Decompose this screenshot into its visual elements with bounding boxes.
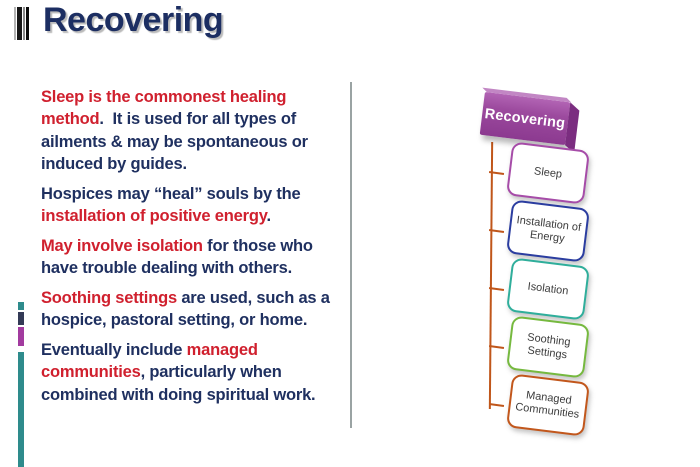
text-segment-red: May involve isolation [41,236,203,255]
connector-line [488,141,494,410]
text-segment-red: communities [41,363,141,382]
text-segment-red: managed [186,340,258,359]
text-segment-navy: . [266,206,271,225]
body-line: combined with doing spiritual work. [41,384,353,406]
body-line: Soothing settings are used, such as a [41,287,353,309]
root-node-label: Recovering [483,105,567,132]
text-segment-red: installation of positive energy [41,206,267,225]
text-segment-navy: have trouble dealing with others. [41,259,293,278]
text-segment-navy: combined with doing spiritual work. [41,385,316,404]
body-line: Eventually include managed [41,339,353,361]
node-label-line: Isolation [526,280,570,297]
node-label-line: Sleep [533,164,563,181]
decor-strip-navy [18,312,24,325]
body-line: induced by guides. [41,153,353,175]
text-segment-navy: induced by guides. [41,154,187,173]
text-segment-navy: for those who [202,236,313,255]
decor-strip-teal-long [18,352,24,467]
text-segment-navy: , particularly when [140,363,282,382]
text-segment-navy: hospice, pastoral setting, or home. [41,311,308,330]
title-bars-icon [14,7,29,40]
text-segment-red: method [41,110,100,129]
text-segment-red: Sleep is the commonest healing [41,88,287,106]
text-segment-navy: . It is used for all types of [99,110,297,129]
vertical-divider [350,82,352,428]
body-line: hospice, pastoral setting, or home. [41,309,353,331]
decor-strip-teal-small [18,302,24,310]
text-segment-navy: are used, such as a [176,288,330,307]
body-line: installation of positive energy. [41,205,353,227]
text-segment-navy: Eventually include [41,340,187,359]
body-line: Sleep is the commonest healing [41,86,353,108]
text-segment-navy: ailments & may be spontaneous or [41,132,308,151]
body-line: have trouble dealing with others. [41,257,353,279]
body-paragraph: May involve isolation for those who have … [41,235,353,280]
body-line: Hospices may “heal” souls by the [41,183,353,205]
body-text: Sleep is the commonest healing method. It… [41,86,353,413]
body-paragraph: Sleep is the commonest healing method. It… [41,86,353,175]
text-segment-red: Soothing settings [41,288,177,307]
body-line: method. It is used for all types of [41,108,353,130]
text-segment-navy: Hospices may “heal” souls by the [41,184,301,203]
body-paragraph: Hospices may “heal” souls by the installa… [41,183,353,228]
slide-title: Recovering [43,1,224,39]
diagram-node-sleep: Sleep [506,141,590,205]
diagram-root-node: Recovering [479,87,580,154]
body-line: May involve isolation for those who [41,235,353,257]
body-line: communities, particularly when [41,361,353,383]
body-line: ailments & may be spontaneous or [41,131,353,153]
diagram-node-isolation: Isolation [506,257,590,321]
body-paragraph: Soothing settings are used, such as a hos… [41,287,353,332]
decor-strip-magenta [18,327,24,346]
